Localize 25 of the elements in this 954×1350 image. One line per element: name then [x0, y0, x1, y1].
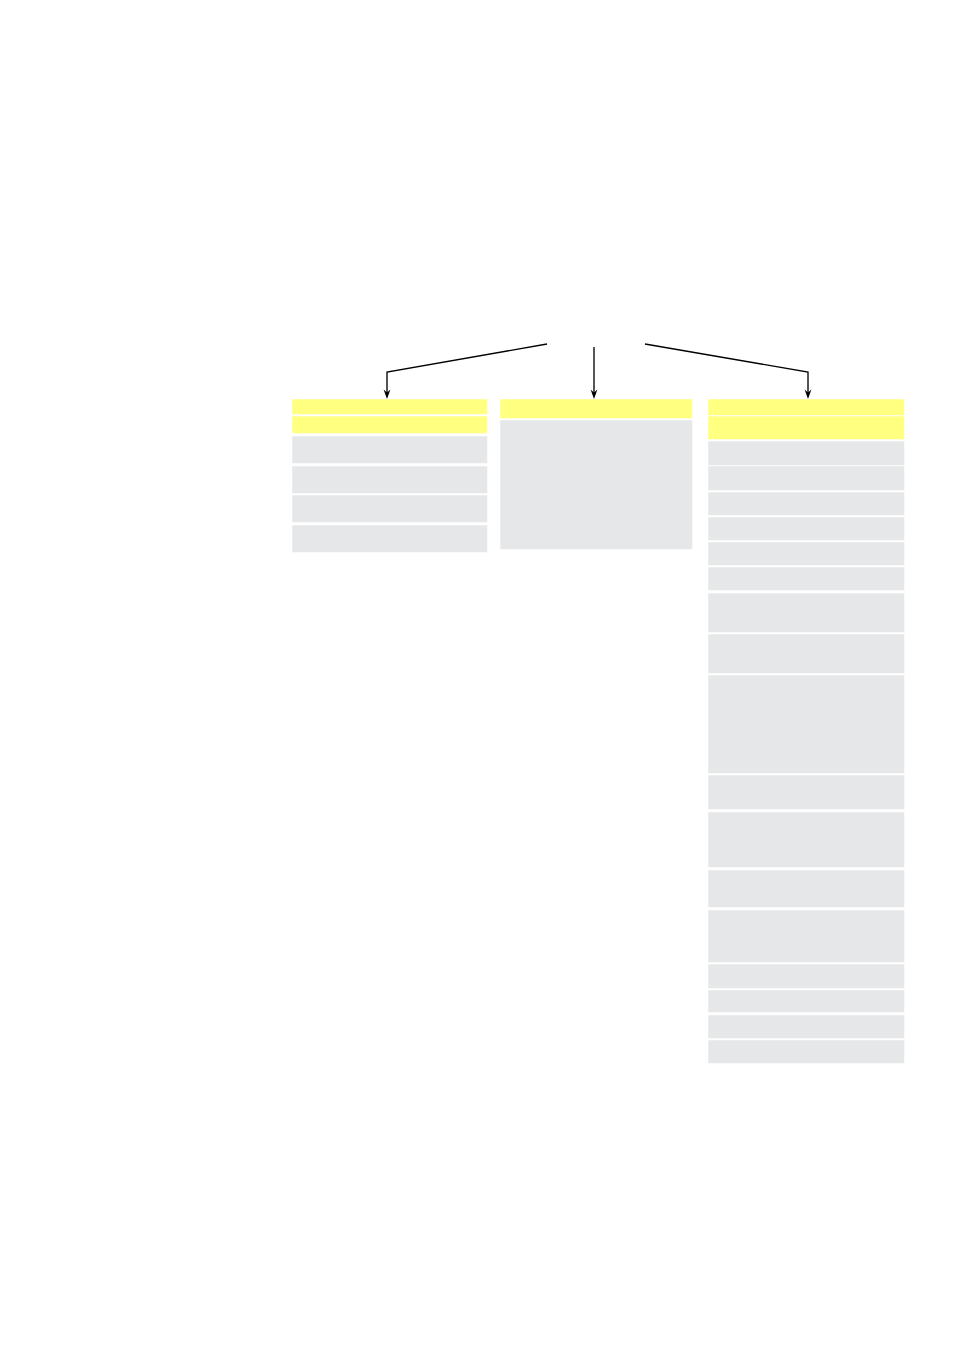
- table-cell: [708, 990, 905, 1013]
- table-cell: [708, 1015, 905, 1039]
- table-cell: [708, 441, 905, 466]
- table-cell: [708, 870, 905, 908]
- table-cell: [708, 812, 905, 868]
- table-cell: [500, 420, 693, 550]
- table-cell: [708, 466, 905, 491]
- table-cell: [708, 542, 905, 566]
- table-cell: [708, 492, 905, 516]
- table-cell: [292, 416, 488, 434]
- table-cell: [500, 399, 693, 419]
- table-cell: [292, 436, 488, 464]
- table-cell: [292, 525, 488, 553]
- table-cell: [708, 567, 905, 591]
- table-cell: [708, 634, 905, 674]
- table-cell: [708, 399, 905, 416]
- table-cell: [708, 964, 905, 989]
- table-cell: [292, 399, 488, 415]
- table-cell: [292, 495, 488, 523]
- table-cell: [292, 466, 488, 494]
- table-cell: [708, 416, 905, 440]
- table-cell: [708, 1040, 905, 1064]
- table-cell: [708, 517, 905, 541]
- table-cell: [708, 775, 905, 810]
- table-cell: [708, 593, 905, 633]
